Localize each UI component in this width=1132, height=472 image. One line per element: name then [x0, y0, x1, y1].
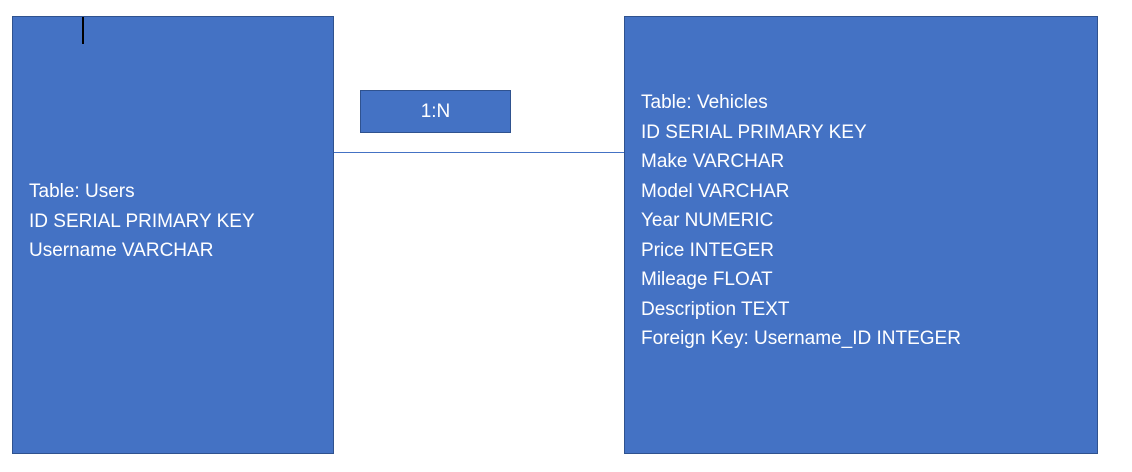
- vehicles-foreign-key-field: Foreign Key: Username_ID INTEGER: [641, 328, 961, 349]
- users-id-field: ID SERIAL PRIMARY KEY: [29, 210, 255, 232]
- relationship-connector-line[interactable]: [334, 152, 624, 153]
- vehicles-description-field: Description TEXT: [641, 298, 790, 320]
- vehicles-make-field: Make VARCHAR: [641, 151, 785, 172]
- vehicles-mileage-field: Mileage FLOAT: [641, 269, 773, 290]
- vehicles-id-field: ID SERIAL PRIMARY KEY: [641, 121, 867, 143]
- text-cursor: [82, 17, 84, 44]
- users-table-box[interactable]: Table: Users ID SERIAL PRIMARY KEY Usern…: [12, 16, 334, 454]
- users-table-title: Table: Users: [29, 181, 135, 202]
- vehicles-price-field: Price INTEGER: [641, 239, 775, 261]
- vehicles-model-field: Model VARCHAR: [641, 180, 790, 202]
- cardinality-text: 1:N: [420, 100, 451, 122]
- vehicles-table-fields: Table: Vehicles ID SERIAL PRIMARY KEY Ma…: [641, 88, 1089, 354]
- relationship-cardinality-label[interactable]: 1:N: [360, 90, 511, 133]
- users-username-field: Username VARCHAR: [29, 240, 214, 261]
- users-table-fields: Table: Users ID SERIAL PRIMARY KEY Usern…: [29, 177, 325, 266]
- vehicles-table-title: Table: Vehicles: [641, 92, 768, 113]
- vehicles-year-field: Year NUMERIC: [641, 210, 774, 231]
- vehicles-table-box[interactable]: Table: Vehicles ID SERIAL PRIMARY KEY Ma…: [624, 16, 1098, 454]
